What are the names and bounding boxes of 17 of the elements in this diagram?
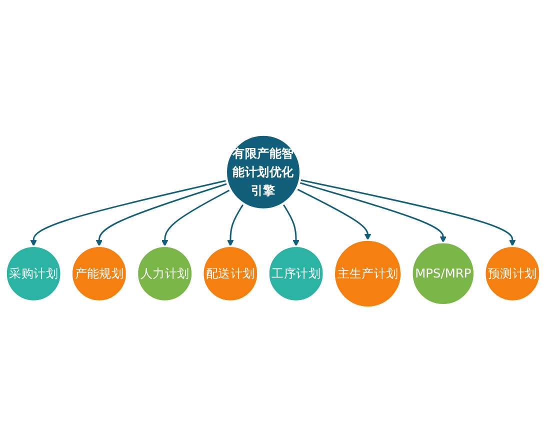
- node-circle: 人力计划: [136, 245, 194, 302]
- node-circle: 产能规划: [70, 245, 128, 302]
- node-circle: MPS/MRP: [411, 242, 476, 306]
- node-circle: 主生产计划: [333, 239, 402, 308]
- arrow: [96, 182, 228, 246]
- node-circle: 预测计划: [484, 245, 541, 302]
- arrow: [298, 182, 446, 243]
- node-circle: 配送计划: [202, 245, 259, 302]
- arrow: [282, 204, 300, 246]
- arrow: [161, 189, 231, 246]
- arrow: [300, 179, 516, 246]
- node-circle: 工序计划: [268, 245, 324, 302]
- node-circle: 采购计划: [5, 245, 62, 302]
- node-circle: 有限产能智能计划优化引擎: [224, 134, 302, 211]
- arrow: [227, 204, 244, 246]
- arrow: [30, 180, 227, 246]
- arrow: [296, 188, 372, 240]
